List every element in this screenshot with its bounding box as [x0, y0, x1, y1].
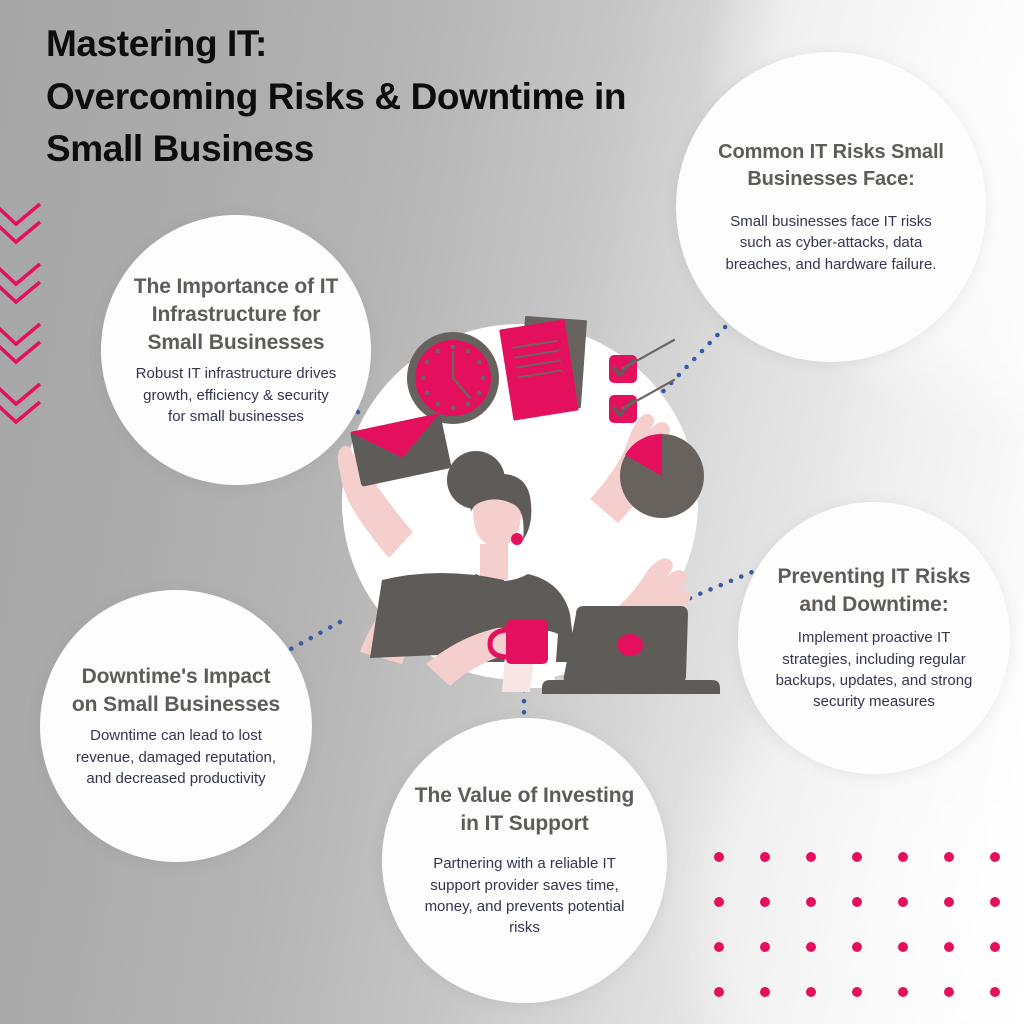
envelope-icon	[350, 412, 452, 487]
bubble-common-it-risks[interactable]: Common IT Risks Small Businesses Face: S…	[676, 52, 986, 362]
grid-dot	[714, 987, 724, 997]
grid-dot	[898, 897, 908, 907]
grid-dot	[944, 897, 954, 907]
chevron-decoration-icon	[0, 376, 44, 428]
bubble-body: Implement proactive IT strategies, inclu…	[775, 629, 973, 711]
bubble-value-of-investing[interactable]: The Value of Investing in IT Support Par…	[382, 718, 667, 1003]
multitasking-businesswoman-illustration	[330, 312, 730, 712]
coffee-mug-icon	[487, 620, 548, 664]
grid-dot	[760, 897, 770, 907]
hair	[470, 473, 532, 540]
grid-dot	[990, 987, 1000, 997]
grid-dot	[714, 897, 724, 907]
chevron-decoration-icon	[0, 316, 44, 368]
grid-dot	[944, 852, 954, 862]
arm-upper-left	[337, 440, 413, 558]
title-line-3: Small Business	[46, 128, 314, 170]
grid-dot	[806, 942, 816, 952]
grid-dot	[852, 987, 862, 997]
bubble-heading: The Importance of IT Infrastructure for …	[133, 274, 339, 354]
grid-dot	[898, 852, 908, 862]
grid-dot	[944, 942, 954, 952]
grid-dot	[714, 852, 724, 862]
chevron-decoration-icon	[0, 256, 44, 308]
title-line-1: Mastering IT:	[46, 23, 267, 64]
bubble-heading: The Value of Investing in IT Support	[414, 784, 635, 836]
earring	[511, 533, 523, 545]
grid-dot	[760, 852, 770, 862]
grid-dot	[852, 897, 862, 907]
grid-dot	[806, 897, 816, 907]
grid-dot	[852, 852, 862, 862]
bubble-body: Partnering with a reliable IT support pr…	[424, 855, 625, 937]
grid-dot	[852, 942, 862, 952]
grid-dot	[898, 987, 908, 997]
wall-clock-icon	[407, 332, 499, 424]
grid-dot	[714, 942, 724, 952]
bubble-body: Downtime can lead to lost revenue, damag…	[75, 727, 277, 788]
bubble-body: Small businesses face IT risks such as c…	[725, 213, 937, 273]
bubble-heading: Preventing IT Risks and Downtime:	[777, 565, 971, 617]
grid-dot	[944, 987, 954, 997]
grid-dot	[760, 987, 770, 997]
dot-grid-decoration	[714, 852, 1024, 1024]
grid-dot	[990, 852, 1000, 862]
bubble-importance-of-it-infrastructure[interactable]: The Importance of IT Infrastructure for …	[101, 215, 371, 485]
laptop-icon	[542, 606, 720, 694]
bubble-downtimes-impact[interactable]: Downtime's Impact on Small Businesses Do…	[40, 590, 312, 862]
checkbox-pointer-lines	[620, 338, 676, 411]
documents-icon	[499, 316, 587, 421]
woman-figure	[370, 451, 720, 694]
bubble-preventing-it-risks[interactable]: Preventing IT Risks and Downtime: Implem…	[738, 502, 1010, 774]
grid-dot	[760, 942, 770, 952]
bubble-body: Robust IT infrastructure drives growth, …	[135, 365, 337, 426]
grid-dot	[990, 897, 1000, 907]
chevron-decoration-icon	[0, 196, 44, 248]
grid-dot	[806, 987, 816, 997]
page-title: Mastering IT: Overcoming Risks & Downtim…	[46, 18, 746, 176]
title-line-2: Overcoming Risks & Downtime in	[46, 75, 627, 117]
grid-dot	[990, 942, 1000, 952]
grid-dot	[806, 852, 816, 862]
laptop-logo	[617, 634, 643, 656]
bubble-heading: Downtime's Impact on Small Businesses	[71, 664, 281, 716]
grid-dot	[898, 942, 908, 952]
pie-chart-icon	[620, 433, 704, 518]
neck	[480, 544, 508, 580]
bubble-heading: Common IT Risks Small Businesses Face:	[718, 140, 944, 190]
